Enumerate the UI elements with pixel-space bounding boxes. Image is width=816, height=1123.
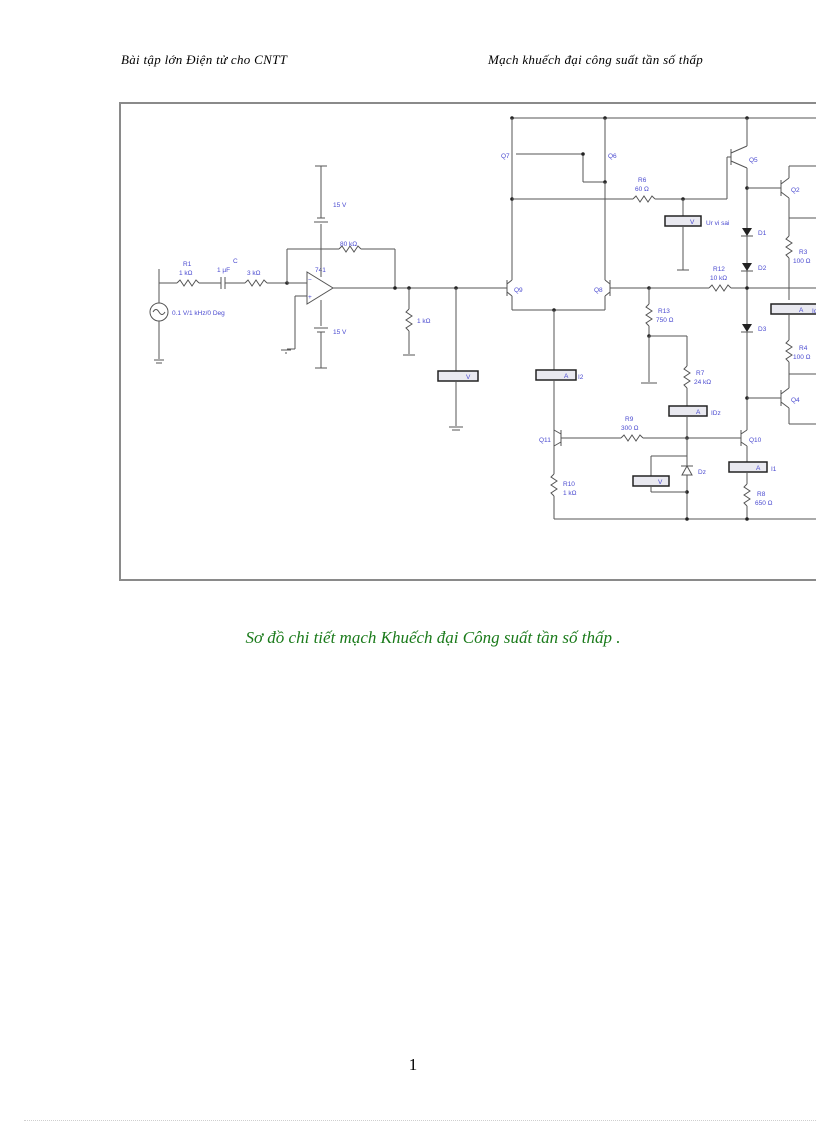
r4-label: R4 xyxy=(799,345,808,352)
d1-label: D1 xyxy=(758,230,767,237)
vminus-label: 15 V xyxy=(333,329,347,336)
ac-source xyxy=(149,269,169,364)
q11-label: Q11 xyxy=(539,437,551,444)
ammeter-i2: A xyxy=(535,369,577,381)
svg-text:V: V xyxy=(466,374,471,381)
q7-label: Q7 xyxy=(501,153,510,160)
svg-text:A: A xyxy=(564,373,569,380)
ammeter-idz: A xyxy=(668,405,708,417)
rload-value: 1 kΩ xyxy=(417,318,431,325)
urv-label: Ur vi sai xyxy=(706,220,729,227)
opamp-741: − + xyxy=(306,271,334,305)
q4-label: Q4 xyxy=(791,397,800,404)
voltmeter-dz: V xyxy=(632,475,670,487)
figure-caption: Sơ đồ chi tiết mạch Khuếch đại Công suất… xyxy=(245,628,621,647)
svg-text:A: A xyxy=(799,307,804,314)
q10-label: Q10 xyxy=(749,437,762,444)
svg-text:V: V xyxy=(658,479,663,486)
circuit-schematic: 0.1 V/1 kHz/0 Deg R1 1 kΩ C 1 µF 3 kΩ − … xyxy=(149,116,816,521)
header-right: Mạch khuếch đại công suất tần số thấp xyxy=(488,52,704,67)
r6-label: R6 xyxy=(638,177,647,184)
r12-label: R12 xyxy=(713,266,725,273)
voltmeter-1: V xyxy=(437,370,479,382)
q6-label: Q6 xyxy=(608,153,617,160)
r3-value: 100 Ω xyxy=(793,258,811,265)
circuit-figure: 0.1 V/1 kHz/0 Deg R1 1 kΩ C 1 µF 3 kΩ − … xyxy=(119,102,816,581)
voltmeter-urv: V xyxy=(664,215,702,227)
q5-label: Q5 xyxy=(749,157,758,164)
r7-label: R7 xyxy=(696,370,705,377)
svg-text:A: A xyxy=(756,465,761,472)
r8-value: 650 Ω xyxy=(755,500,773,507)
header-left: Bài tập lớn Điện tử cho CNTT xyxy=(121,52,288,67)
r13-label: R13 xyxy=(658,308,670,315)
c-label: C xyxy=(233,258,238,265)
i2-label: I2 xyxy=(578,374,584,381)
dz-label: Dz xyxy=(698,469,706,476)
r10-label: R10 xyxy=(563,481,575,488)
q9-label: Q9 xyxy=(514,287,523,294)
r9-label: R9 xyxy=(625,416,634,423)
ammeter-i1: A xyxy=(728,461,768,473)
r8-label: R8 xyxy=(757,491,766,498)
svg-text:A: A xyxy=(696,409,701,416)
r9-value: 300 Ω xyxy=(621,425,639,432)
r13-value: 750 Ω xyxy=(656,317,674,324)
r1-value: 1 kΩ xyxy=(179,270,193,277)
idz-label: IDz xyxy=(711,410,721,417)
svg-text:V: V xyxy=(690,219,695,226)
ammeter-ic: A xyxy=(770,303,816,315)
svg-text:+: + xyxy=(308,294,312,301)
i1-label: I1 xyxy=(771,466,777,473)
svg-text:−: − xyxy=(308,277,312,284)
r6-value: 60 Ω xyxy=(635,186,649,193)
page-number: 1 xyxy=(408,1055,418,1074)
vplus-label: 15 V xyxy=(333,202,347,209)
ic-label: Ic xyxy=(812,308,816,315)
r2-value: 3 kΩ xyxy=(247,270,261,277)
c-value: 1 µF xyxy=(217,267,230,274)
d3-label: D3 xyxy=(758,326,767,333)
r10-value: 1 kΩ xyxy=(563,490,577,497)
r7-value: 24 kΩ xyxy=(694,379,711,386)
d2-label: D2 xyxy=(758,265,767,272)
source-label: 0.1 V/1 kHz/0 Deg xyxy=(172,310,225,317)
r12-value: 10 kΩ xyxy=(710,275,727,282)
footer-rule xyxy=(24,1120,816,1121)
q2-label: Q2 xyxy=(791,187,800,194)
r1-label: R1 xyxy=(183,261,192,268)
rf-value: 80 kΩ xyxy=(340,241,357,248)
r4-value: 100 Ω xyxy=(793,354,811,361)
q8-label: Q8 xyxy=(594,287,603,294)
r3-label: R3 xyxy=(799,249,808,256)
